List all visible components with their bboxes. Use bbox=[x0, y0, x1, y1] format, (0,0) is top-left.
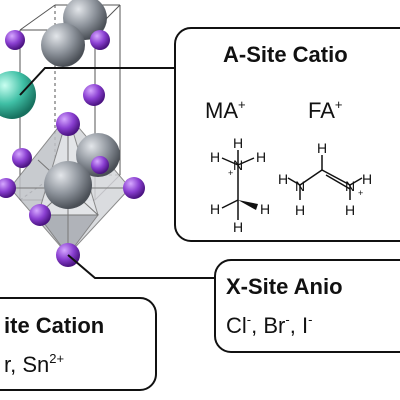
b-site-panel: ite Cation r, Sn2+ bbox=[0, 297, 157, 391]
crystal-structure bbox=[0, 0, 145, 267]
x-site-atom bbox=[12, 148, 32, 168]
svg-text:H: H bbox=[210, 201, 220, 217]
svg-text:N: N bbox=[345, 178, 355, 194]
a-site-panel: A-Site Catio MA+ FA+ N + H H H H H H bbox=[174, 27, 400, 242]
b-site-title: ite Cation bbox=[4, 313, 104, 338]
svg-text:H: H bbox=[362, 171, 372, 187]
svg-text:+: + bbox=[228, 168, 233, 178]
x-site-atom bbox=[29, 204, 51, 226]
svg-text:H: H bbox=[233, 135, 243, 151]
svg-text:H: H bbox=[260, 201, 270, 217]
svg-text:H: H bbox=[278, 171, 288, 187]
x-site-atom bbox=[5, 30, 25, 50]
x-site-atom bbox=[123, 177, 145, 199]
b-site-ions: r, Sn2+ bbox=[4, 351, 64, 377]
svg-text:+: + bbox=[358, 188, 363, 198]
a-site-atom bbox=[0, 71, 36, 119]
x-site-atom bbox=[90, 30, 110, 50]
cation-ma-label: MA+ bbox=[205, 97, 246, 123]
x-site-atom bbox=[91, 156, 109, 174]
x-site-panel: X-Site Anio Cl-, Br-, I- bbox=[214, 259, 400, 353]
svg-text:H: H bbox=[233, 219, 243, 235]
svg-text:H: H bbox=[345, 202, 355, 218]
cation-fa-label: FA+ bbox=[308, 97, 343, 123]
b-site-atom bbox=[76, 133, 120, 177]
leader-lines bbox=[19, 67, 220, 279]
x-site-title: X-Site Anio bbox=[226, 274, 343, 299]
svg-text:H: H bbox=[210, 149, 220, 165]
x-site-atom bbox=[0, 178, 16, 198]
x-site-ions: Cl-, Br-, I- bbox=[226, 312, 312, 338]
svg-text:H: H bbox=[256, 149, 266, 165]
fa-structure: H H N H N + H H bbox=[278, 140, 372, 218]
b-site-atom bbox=[44, 161, 92, 209]
ma-structure: N + H H H H H H bbox=[210, 135, 270, 235]
svg-text:H: H bbox=[317, 140, 327, 156]
svg-text:N: N bbox=[295, 178, 305, 194]
svg-text:N: N bbox=[233, 157, 243, 173]
svg-text:H: H bbox=[295, 202, 305, 218]
b-site-atom bbox=[41, 23, 85, 67]
x-site-atom bbox=[56, 112, 80, 136]
a-site-title: A-Site Catio bbox=[223, 42, 348, 67]
x-site-atom bbox=[83, 84, 105, 106]
